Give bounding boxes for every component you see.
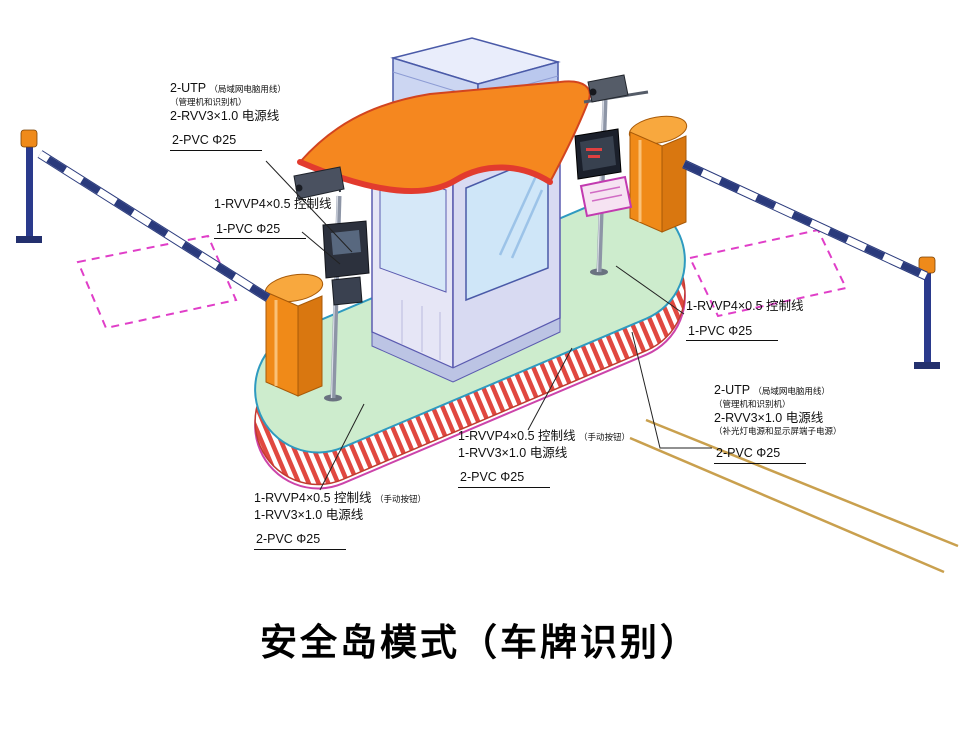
cable-label-left-bottom: 1-RVVP4×0.5 控制线 （手动按钮） 1-RVV3×1.0 电源线 2-…: [254, 490, 426, 550]
label-line: 2-PVC Φ25: [458, 461, 630, 488]
label-line: 2-RVV3×1.0 电源线: [714, 410, 824, 425]
vehicle-position-left: [76, 234, 238, 330]
label-line: 2-UTP （局域网电脑用线）: [170, 81, 286, 95]
diagram-title: 安全岛模式（车牌识别）: [260, 622, 700, 663]
label-line: 1-PVC Φ25: [686, 315, 804, 341]
camera-lens-icon: [295, 184, 303, 192]
label-line: 1-RVVP4×0.5 控制线: [214, 197, 332, 211]
cable-label-top-left: 2-UTP （局域网电脑用线） （管理机和识别机） 2-RVV3×1.0 电源线…: [170, 80, 286, 151]
barrier-gate-left: [264, 273, 324, 397]
label-line: （管理机和识别机）: [714, 398, 791, 409]
barrier-arm-right: [682, 159, 928, 281]
label-line: 1-RVVP4×0.5 控制线: [686, 299, 804, 313]
lpr-camera-icon: [587, 74, 629, 103]
arm-rest-pole-right: [914, 256, 940, 369]
canopy-red-edge: [297, 159, 553, 194]
label-line: 1-RVV3×1.0 电源线: [458, 445, 568, 460]
cable-label-left: 1-RVVP4×0.5 控制线 1-PVC Φ25: [214, 196, 332, 239]
arm-rest-pole-left: [16, 129, 42, 243]
barrier-gate-right: [628, 115, 688, 233]
display-pole-right: [574, 74, 649, 276]
label-line: （管理机和识别机）: [170, 96, 247, 107]
label-line: 1-PVC Φ25: [214, 213, 332, 239]
parking-system-diagram: [16, 37, 959, 574]
cable-label-right-lower: 2-UTP （局域网电脑用线） （管理机和识别机） 2-RVV3×1.0 电源线…: [714, 382, 842, 464]
label-line: （补光灯电源和显示屏端子电源）: [714, 426, 842, 437]
guard-booth: [371, 134, 561, 383]
label-line: 2-PVC Φ25: [714, 437, 842, 464]
leader-lines: [265, 160, 712, 491]
camera-icon: [293, 166, 345, 200]
vehicle-position-right: [688, 228, 848, 318]
canopy-roof: [297, 80, 591, 194]
label-line: 1-RVVP4×0.5 控制线 （手动按钮）: [254, 491, 427, 505]
lane-marking-lines: [629, 418, 959, 574]
cable-label-center-bottom: 1-RVVP4×0.5 控制线 （手动按钮） 1-RVV3×1.0 电源线 2-…: [458, 428, 630, 488]
label-line: 1-RVV3×1.0 电源线: [254, 507, 364, 522]
label-line: 2-PVC Φ25: [254, 523, 426, 550]
reader-box: [331, 276, 363, 306]
cable-label-right-mid: 1-RVVP4×0.5 控制线 1-PVC Φ25: [686, 298, 804, 341]
label-line: 1-RVVP4×0.5 控制线 （手动按钮）: [458, 429, 631, 443]
camera-pole-left: [293, 166, 370, 402]
barrier-arm-left: [37, 150, 271, 302]
control-box-screen: [331, 230, 361, 255]
label-line: 2-PVC Φ25: [170, 124, 286, 151]
lpr-camera-lens-icon: [589, 88, 597, 96]
label-line: 2-RVV3×1.0 电源线: [170, 108, 280, 123]
label-line: 2-UTP （局域网电脑用线）: [714, 383, 830, 397]
